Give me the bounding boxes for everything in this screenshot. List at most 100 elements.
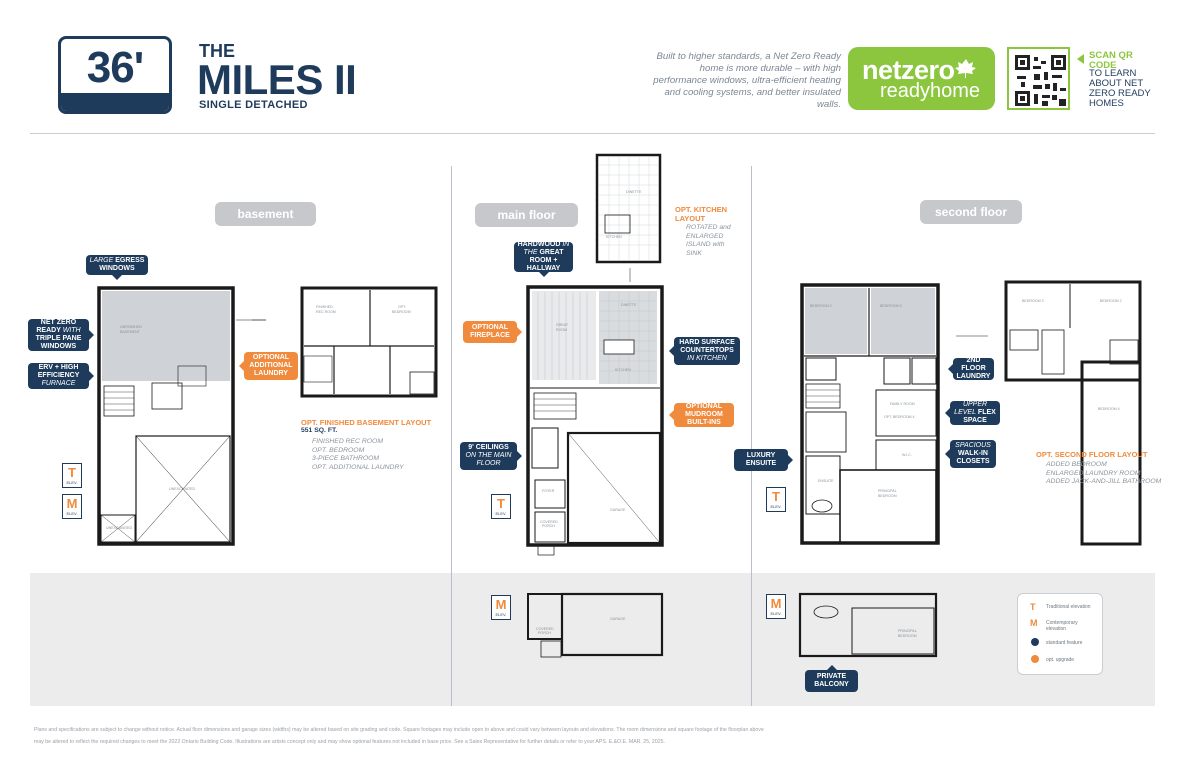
svg-text:GARAGE: GARAGE [610,617,626,621]
maple-leaf-icon [955,59,976,78]
callout-ct-2: IN KITCHEN [687,355,727,362]
svg-text:GREAT: GREAT [556,323,569,327]
callout-ensuite: LUXURY ENSUITE [734,449,793,471]
callout-closets-1: SPACIOUS [955,442,991,449]
callout-nz-1: NET ZERO [40,319,77,326]
callout-walk-in-closets: SPACIOUS WALK-IN CLOSETS [945,440,996,468]
callout-nz-2: READY [36,327,61,334]
callout-additional-laundry: OPTIONAL ADDITIONAL LAUNDRY [239,352,298,380]
elevation-letter: M [495,597,507,612]
legend-t-letter: T [1030,602,1036,612]
svg-text:BEDROOM 2: BEDROOM 2 [810,304,832,308]
model-prefix: THE [199,41,235,61]
svg-text:KITCHEN: KITCHEN [606,235,622,239]
svg-text:BEDROOM 2: BEDROOM 2 [1100,299,1122,303]
svg-text:COVERED: COVERED [540,520,558,524]
callout-erv-3: FURNACE [41,380,76,387]
legend-standard: standard feature [1046,640,1083,646]
model-name: MILES II [197,56,357,103]
callout-flex-2: FLEX SPACE [963,409,996,424]
elevation-sub: ELEV. [770,504,782,509]
svg-text:PORCH: PORCH [542,524,555,528]
svg-text:BASEMENT: BASEMENT [120,330,141,334]
home-type: SINGLE DETACHED [199,99,308,111]
callout-hw-1: HARDWOOD [517,241,561,248]
svg-text:PORCH: PORCH [538,631,551,635]
callout-ceilings: 9' CEILINGS ON THE MAIN FLOOR [460,442,522,470]
net-zero-copy: Built to higher standards, a Net Zero Re… [653,51,841,110]
floor-label-basement[interactable]: basement [215,202,316,226]
callout-mudroom: OPTIONAL MUDROOM BUILT-INS [669,403,734,427]
elevation-sub: ELEV. [495,612,507,617]
callout-closets-2: WALK-IN CLOSETS [956,450,990,465]
elevation-sub: ELEV. [495,511,507,516]
upgrade-dot [1031,655,1039,663]
lot-width: 36' [86,43,144,92]
callout-ct-1: HARD SURFACE COUNTERTOPS [679,339,735,354]
kitchen-option-item: ROTATED and ENLARGED ISLAND with SINK [686,224,731,257]
qr-pointer-icon [1077,54,1084,64]
elevation-sub: ELEV. [66,511,78,516]
elevation-sub: ELEV. [770,611,782,616]
second-option-item: ENLARGED LAUNDRY ROOM [1046,469,1141,477]
callout-fireplace: OPTIONAL FIREPLACE [463,321,522,343]
callout-balcony: PRIVATE BALCONY [805,665,858,692]
elevation-band [30,573,1155,706]
callout-erv-1: ERV + HIGH [38,364,79,371]
logo-line2: readyhome [880,80,981,102]
svg-text:ENSUITE: ENSUITE [818,479,834,483]
second-option-item: ADDED BEDROOM [1046,461,1107,468]
svg-text:ROOM: ROOM [556,328,567,332]
disclaimer-line: Plans and specifications are subject to … [34,727,764,733]
basement-option-item: 3-PIECE BATHROOM [312,455,380,462]
badge-bar [61,93,169,111]
elevation-letter: T [68,465,76,480]
svg-text:OPT. BEDROOM 4: OPT. BEDROOM 4 [884,415,915,419]
column-divider [451,166,452,706]
svg-text:UNEXCAVATED: UNEXCAVATED [169,487,196,491]
qr-code-icon [1015,55,1066,106]
svg-text:BEDROOM 3: BEDROOM 3 [880,304,902,308]
callout-hw-3: GREAT ROOM + HALLWAY [526,249,564,272]
floor-label-second[interactable]: second floor [920,200,1022,224]
svg-text:BEDROOM: BEDROOM [878,494,897,498]
second-option-title: OPT. SECOND FLOOR LAYOUT [1036,450,1148,459]
callout-erv-furnace: ERV + HIGH EFFICIENCY FURNACE [28,363,94,389]
legend-upgrade: opt. upgrade [1046,657,1075,663]
second-option-item: ADDED JACK-AND-JILL BATHROOM [1046,478,1162,485]
svg-text:OPT.: OPT. [398,305,406,309]
kitchen-option-title: OPT. KITCHEN LAYOUT [675,205,728,223]
svg-text:W.I.C.: W.I.C. [902,453,912,457]
lot-width-badge: 36' [58,36,172,114]
basement-sqft: 551 SQ. FT. [301,427,338,434]
netzero-logo: netzero readyhome [848,47,995,110]
callout-2nd-floor-laundry: 2ND FLOOR LAUNDRY [948,357,994,380]
callout-countertops: HARD SURFACE COUNTERTOPS IN KITCHEN [669,337,740,365]
scan-subtitle: TO LEARN ABOUT NET ZERO READY HOMES [1089,68,1151,109]
basement-option-item: OPT. ADDITIONAL LAUNDRY [312,463,404,471]
disclaimer-line: may be altered to reflect the required c… [34,739,665,745]
basement-option-title: OPT. FINISHED BASEMENT LAYOUT [301,418,432,427]
elevation-sub: ELEV. [66,480,78,485]
callout-hardwood: HARDWOOD IN THE GREAT ROOM + HALLWAY [514,241,573,277]
floor-label-main[interactable]: main floor [475,203,578,227]
callout-nz-3: WITH [62,327,81,334]
svg-text:BEDROOM 3: BEDROOM 3 [1022,299,1044,303]
logo-line1: netzero [862,55,955,85]
svg-text:KITCHEN: KITCHEN [615,368,631,372]
qr-code[interactable] [1007,47,1070,110]
callout-hw-2: IN THE [523,241,570,256]
elevation-letter: M [66,496,78,511]
svg-text:REC ROOM: REC ROOM [316,310,336,314]
callout-ceil-1: 9' CEILINGS [468,444,509,451]
legend: T Traditional elevation M Contemporary e… [1017,593,1103,675]
svg-text:BEDROOM: BEDROOM [898,634,917,638]
callout-ceil-2: ON THE MAIN FLOOR [465,452,512,467]
